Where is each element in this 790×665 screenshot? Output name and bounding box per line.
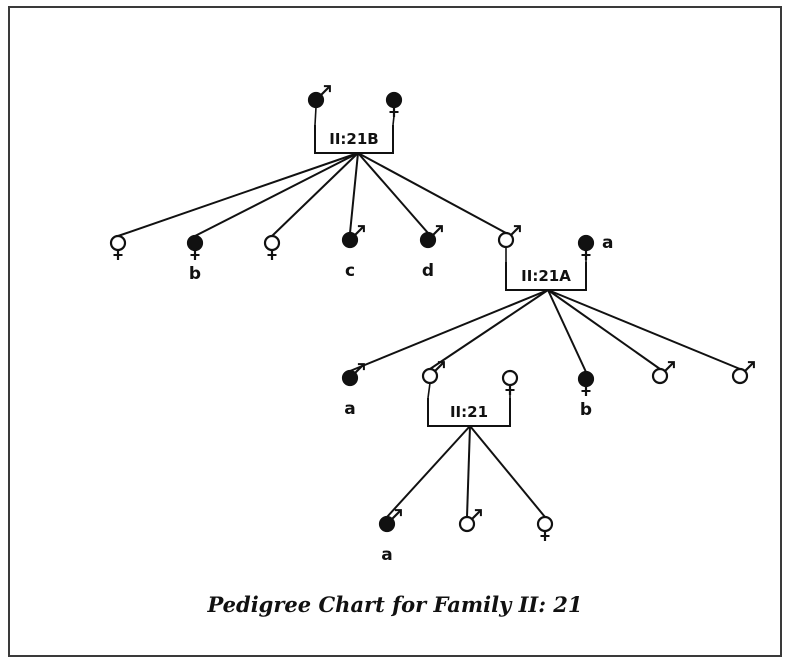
family-box: II:21 (427, 382, 511, 427)
individual-label: b (580, 400, 592, 420)
female-symbol-icon (263, 234, 281, 260)
female-symbol-icon: b (577, 370, 595, 420)
male-symbol-icon (458, 509, 482, 533)
descent-line (357, 152, 507, 234)
male-symbol-icon (497, 225, 521, 249)
descent-line (357, 152, 429, 234)
descent-line (117, 152, 359, 237)
individual-label: a (344, 399, 355, 419)
male-symbol-icon (731, 361, 755, 385)
family-label: II:21 (450, 403, 488, 421)
female-symbol-icon (385, 91, 403, 117)
descent-line (547, 289, 741, 370)
descent-line (386, 425, 471, 518)
individual-label: a (381, 545, 392, 565)
descent-line (469, 425, 546, 518)
individual-label: a (602, 233, 613, 253)
family-label: II:21A (521, 267, 571, 285)
individual-label: c (345, 261, 355, 281)
descent-line (271, 152, 359, 237)
descent-line (194, 152, 359, 237)
descent-line (349, 152, 359, 234)
male-symbol-icon: a (341, 363, 365, 419)
chart-caption: Pedigree Chart for Family II: 21 (207, 592, 583, 617)
male-symbol-icon (651, 361, 675, 385)
descent-line (429, 289, 549, 370)
descent-line (349, 289, 549, 372)
female-symbol-icon: b (186, 234, 204, 284)
individual-label: d (422, 261, 434, 281)
family-box: II:21B (314, 106, 395, 154)
female-symbol-icon (501, 369, 519, 395)
male-symbol-icon (307, 85, 331, 109)
female-symbol-icon: a (577, 233, 613, 260)
family-label: II:21B (329, 130, 378, 148)
individual-label: b (189, 264, 201, 284)
male-symbol-icon: a (378, 509, 402, 565)
male-symbol-icon: d (419, 225, 443, 281)
descent-line (547, 289, 587, 373)
male-symbol-icon (421, 361, 445, 385)
female-symbol-icon (536, 515, 554, 541)
female-symbol-icon (109, 234, 127, 260)
descent-line (466, 425, 471, 518)
family-box: II:21A (505, 247, 587, 291)
descent-line (547, 289, 661, 370)
male-symbol-icon: c (341, 225, 365, 281)
